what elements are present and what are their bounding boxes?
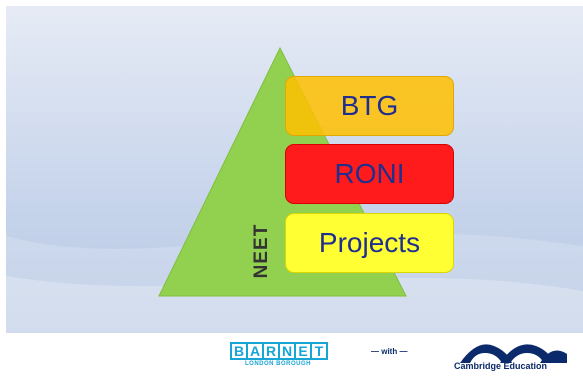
- barnet-letters: B A R N E T: [230, 342, 328, 360]
- barnet-letter: T: [310, 342, 328, 360]
- layer-roni: RONI: [285, 144, 454, 204]
- cambridge-logo-icon: [460, 344, 567, 363]
- neet-label: NEET: [251, 223, 272, 279]
- layer-roni-label: RONI: [334, 158, 405, 189]
- cambridge-label: Cambridge Education: [454, 361, 548, 371]
- with-text: — with —: [371, 347, 408, 356]
- barnet-logo: B A R N E T LONDON BOROUGH: [230, 342, 328, 367]
- slide-background: BTG RONI Projects NEET: [6, 6, 583, 333]
- layer-projects-label: Projects: [318, 227, 421, 258]
- layer-projects: Projects: [285, 213, 454, 273]
- layer-btg-label: BTG: [340, 90, 399, 121]
- footer: B A R N E T LONDON BOROUGH — with — Camb…: [0, 333, 583, 376]
- barnet-subtitle: LONDON BOROUGH: [245, 361, 311, 367]
- layer-btg: BTG: [285, 76, 454, 136]
